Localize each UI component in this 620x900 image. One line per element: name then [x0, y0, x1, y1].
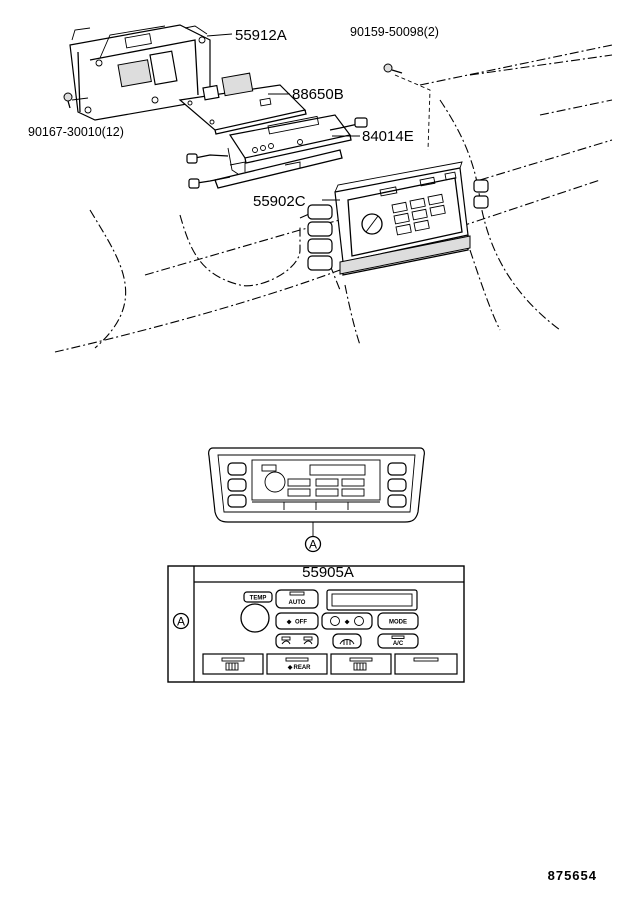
off-button[interactable]: ◆ OFF	[275, 612, 319, 630]
bezel-55902c	[334, 161, 471, 276]
label-55912a: 55912A	[235, 27, 287, 44]
svg-text:TEMP: TEMP	[250, 596, 267, 602]
svg-text:REAR: REAR	[293, 665, 311, 671]
svg-text:A: A	[177, 615, 185, 629]
detail-a-frame	[167, 565, 465, 683]
svg-text:OFF: OFF	[295, 620, 307, 626]
fan-speed-buttons[interactable]: ◆	[321, 612, 373, 630]
switch-84014e	[186, 114, 368, 189]
front-panel	[208, 447, 425, 536]
mode-button[interactable]: MODE	[377, 612, 419, 630]
svg-text:AUTO: AUTO	[289, 600, 306, 606]
rear-defog-button[interactable]	[202, 653, 264, 675]
display-inner	[331, 593, 413, 607]
recirc-buttons[interactable]	[275, 633, 319, 649]
svg-text:MODE: MODE	[389, 620, 407, 626]
bottom-button-row: ◆ REAR	[202, 653, 458, 675]
display-window	[326, 589, 418, 611]
temp-knob[interactable]	[240, 603, 270, 633]
fan-low-icon	[330, 616, 340, 626]
blank-button[interactable]	[394, 653, 458, 675]
off-arrows-icon: ◆	[286, 619, 292, 626]
mirror-heater-button[interactable]	[330, 653, 392, 675]
svg-text:A: A	[309, 538, 317, 552]
rear-button[interactable]: ◆ REAR	[266, 653, 328, 675]
fan-high-icon	[354, 616, 364, 626]
board-88650b	[178, 72, 307, 135]
side-switches	[307, 179, 489, 271]
front-defrost-button[interactable]	[332, 633, 362, 649]
auto-button[interactable]: AUTO	[275, 589, 319, 609]
label-88650b: 88650B	[292, 86, 344, 103]
screw-90159	[383, 63, 403, 74]
callout-a-side: A	[172, 612, 190, 630]
label-84014e: 84014E	[362, 128, 414, 145]
label-90159: 90159-50098(2)	[350, 25, 439, 39]
fan-arrows-icon: ◆	[344, 619, 350, 626]
leader-lines	[206, 33, 360, 201]
label-55905a: 55905A	[302, 564, 354, 581]
ac-button[interactable]: A/C	[377, 633, 419, 649]
label-55902c: 55902C	[253, 193, 306, 210]
rear-arrows-icon: ◆	[287, 664, 293, 671]
callout-a-top: A	[304, 535, 322, 553]
catalog-number: 875654	[548, 868, 597, 883]
label-90167: 90167-30010(12)	[28, 125, 124, 139]
temp-button[interactable]: TEMP	[243, 591, 273, 603]
screw-90167	[63, 92, 89, 109]
svg-text:A/C: A/C	[393, 641, 404, 647]
